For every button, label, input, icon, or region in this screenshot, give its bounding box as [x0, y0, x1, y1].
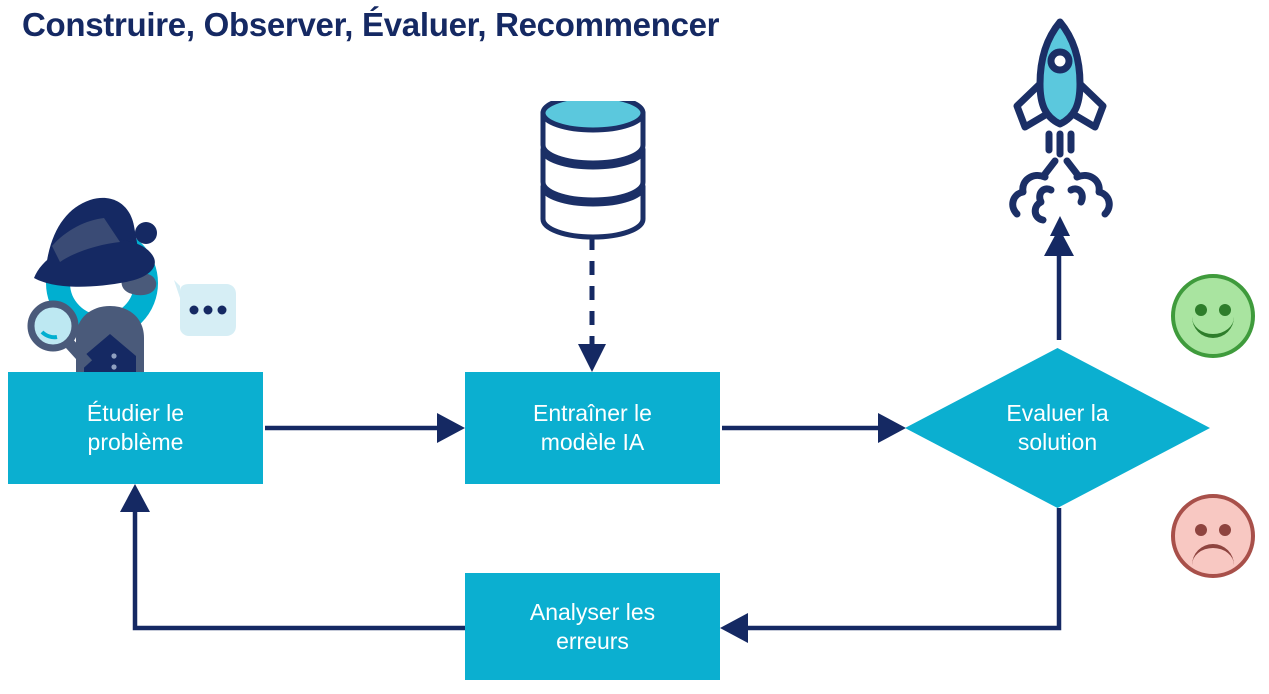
- detective-hat: [34, 197, 155, 287]
- node-label: Étudier le problème: [87, 399, 184, 457]
- node-study-problem[interactable]: Étudier le problème: [8, 372, 263, 484]
- node-label-line2: problème: [87, 429, 184, 455]
- node-analyse-errors[interactable]: Analyser les erreurs: [465, 573, 720, 680]
- node-evaluate-solution[interactable]: Evaluer la solution: [905, 348, 1210, 508]
- node-label-line1: Evaluer la: [1006, 400, 1109, 427]
- database-icon: [533, 93, 653, 246]
- bubble-dot: [203, 305, 213, 315]
- happy-eye-right: [1219, 304, 1231, 316]
- page-title: Construire, Observer, Évaluer, Recommenc…: [22, 6, 720, 43]
- node-label-line1: Étudier le: [86, 400, 185, 427]
- node-label-line1: Entraîner le: [533, 400, 652, 427]
- node-label-line2: erreurs: [556, 627, 629, 654]
- edge-database-to-train: [578, 236, 606, 372]
- sad-eye-right: [1219, 524, 1231, 536]
- diamond-shape: [905, 348, 1210, 508]
- node-label: Evaluer la solution: [905, 348, 1210, 508]
- sad-mouth: [1192, 544, 1234, 566]
- speech-bubble: [174, 280, 236, 336]
- happy-mouth: [1192, 316, 1234, 338]
- node-label: Entraîner le modèle IA: [533, 399, 652, 457]
- sad-eye-left: [1195, 524, 1207, 536]
- magnifier-icon: [27, 300, 93, 368]
- sad-face-icon: [1171, 494, 1255, 578]
- happy-eye-left: [1195, 304, 1207, 316]
- edge-errors-to-study: [120, 484, 465, 631]
- detective-suit: [84, 334, 136, 376]
- node-label: Analyser les erreurs: [530, 598, 655, 656]
- bubble-dot: [217, 305, 227, 315]
- bubble-dot: [189, 305, 199, 315]
- node-label-line1: Analyser les: [529, 598, 656, 625]
- detective-icon: [8, 186, 253, 376]
- node-label-line2: modèle IA: [540, 429, 645, 455]
- edge-train-to-eval: [722, 413, 906, 443]
- rocket-icon: [995, 14, 1125, 236]
- detective-dot: [135, 222, 157, 244]
- node-label-line2: solution: [1017, 429, 1098, 455]
- happy-face-icon: [1171, 274, 1255, 358]
- edge-eval-to-rocket: [1044, 228, 1074, 340]
- node-train-model[interactable]: Entraîner le modèle IA: [465, 372, 720, 484]
- edge-eval-to-errors: [720, 508, 1062, 643]
- edge-study-to-train: [265, 413, 465, 443]
- detective-hat-band: [52, 218, 120, 262]
